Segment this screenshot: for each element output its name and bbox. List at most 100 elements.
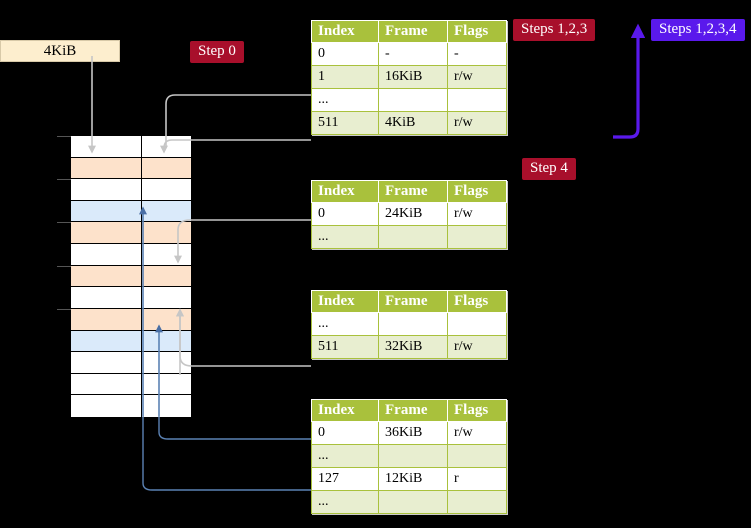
column-header-frame: Frame: [378, 399, 448, 422]
table-row: ...: [311, 312, 507, 336]
table-cell: -: [378, 42, 448, 66]
column-header-flags: Flags: [447, 20, 507, 43]
table-cell: 16KiB: [378, 65, 448, 89]
table-cell: 36KiB: [378, 421, 448, 445]
memory-frame-row: [71, 244, 191, 266]
column-header-flags: Flags: [447, 290, 507, 313]
table-cell: ...: [311, 490, 379, 514]
column-header-frame: Frame: [378, 20, 448, 43]
table-cell: [447, 490, 507, 514]
frame-size-label-box: 4KiB: [0, 40, 120, 62]
memory-frame-tick: [57, 179, 71, 181]
memory-frame-row: [71, 287, 191, 309]
table-cell: ...: [311, 312, 379, 336]
table-cell: 24KiB: [378, 202, 448, 226]
memory-frame-row: [71, 395, 191, 417]
memory-frame-tick: [57, 265, 71, 267]
table-row: 0--: [311, 42, 507, 66]
column-header-index: Index: [311, 20, 379, 43]
steps-123-badge-text: Steps 1,2,3: [521, 21, 588, 37]
memory-frame-row: [71, 157, 191, 180]
memory-grid-divider: [141, 136, 142, 417]
wire-frame-to-pt-row127: [142, 416, 311, 491]
memory-grid-divider: [191, 136, 192, 417]
step-4-badge: Step 4: [522, 158, 576, 180]
column-header-flags: Flags: [447, 180, 507, 203]
table-cell: [378, 490, 448, 514]
step-0-badge: Step 0: [190, 41, 244, 63]
table-cell: ...: [311, 88, 379, 112]
memory-frame-tick: [57, 308, 71, 310]
table-cell: r/w: [447, 421, 507, 445]
table-cell: [378, 88, 448, 112]
physical-memory-grid: [57, 135, 192, 417]
steps-123-badge: Steps 1,2,3: [513, 19, 596, 41]
memory-frame-row: [57, 308, 191, 331]
table-cell: r: [447, 467, 507, 491]
table-row: ...: [311, 490, 507, 514]
table-cell: 32KiB: [378, 335, 448, 359]
memory-frame-tick: [57, 136, 71, 137]
column-header-frame: Frame: [378, 180, 448, 203]
table-row: ...: [311, 88, 507, 112]
table-row: ...: [311, 444, 507, 468]
memory-frame-row: [57, 222, 191, 245]
table-cell: 127: [311, 467, 379, 491]
column-header-frame: Frame: [378, 290, 448, 313]
memory-frame-row: [71, 330, 191, 353]
table-cell: ...: [311, 444, 379, 468]
table-cell: r/w: [447, 202, 507, 226]
step-0-badge-text: Step 0: [198, 43, 236, 59]
table-cell: 511: [311, 335, 379, 359]
table-cell: r/w: [447, 111, 507, 135]
table-cell: ...: [311, 225, 379, 249]
memory-frame-row: [71, 200, 191, 223]
table-cell: [447, 225, 507, 249]
arrow-steps-loop: [613, 23, 646, 139]
table-cell: [378, 225, 448, 249]
table-cell: [447, 312, 507, 336]
table-cell: 511: [311, 111, 379, 135]
memory-frame-row: [71, 373, 191, 396]
column-header-flags: Flags: [447, 399, 507, 422]
table-cell: 0: [311, 421, 379, 445]
table-cell: 0: [311, 202, 379, 226]
column-header-index: Index: [311, 290, 379, 313]
steps-1234-badge-text: Steps 1,2,3,4: [659, 21, 737, 37]
table-cell: 12KiB: [378, 467, 448, 491]
memory-frame-row: [57, 179, 191, 201]
table-cell: [447, 88, 507, 112]
table-cell: [378, 444, 448, 468]
memory-frame-tick: [57, 222, 71, 224]
steps-1234-badge: Steps 1,2,3,4: [651, 19, 745, 41]
step-4-badge-text: Step 4: [530, 160, 568, 176]
table-row: ...: [311, 225, 507, 249]
frame-size-label-text: 4KiB: [43, 43, 77, 59]
memory-frame-row: [71, 352, 191, 374]
column-header-index: Index: [311, 399, 379, 422]
table-cell: 0: [311, 42, 379, 66]
wire-pd-to-frame: [176, 308, 311, 367]
table-cell: 1: [311, 65, 379, 89]
column-header-index: Index: [311, 180, 379, 203]
memory-frame-row: [57, 136, 191, 158]
wire-frame-to-pt-row0: [158, 416, 311, 440]
